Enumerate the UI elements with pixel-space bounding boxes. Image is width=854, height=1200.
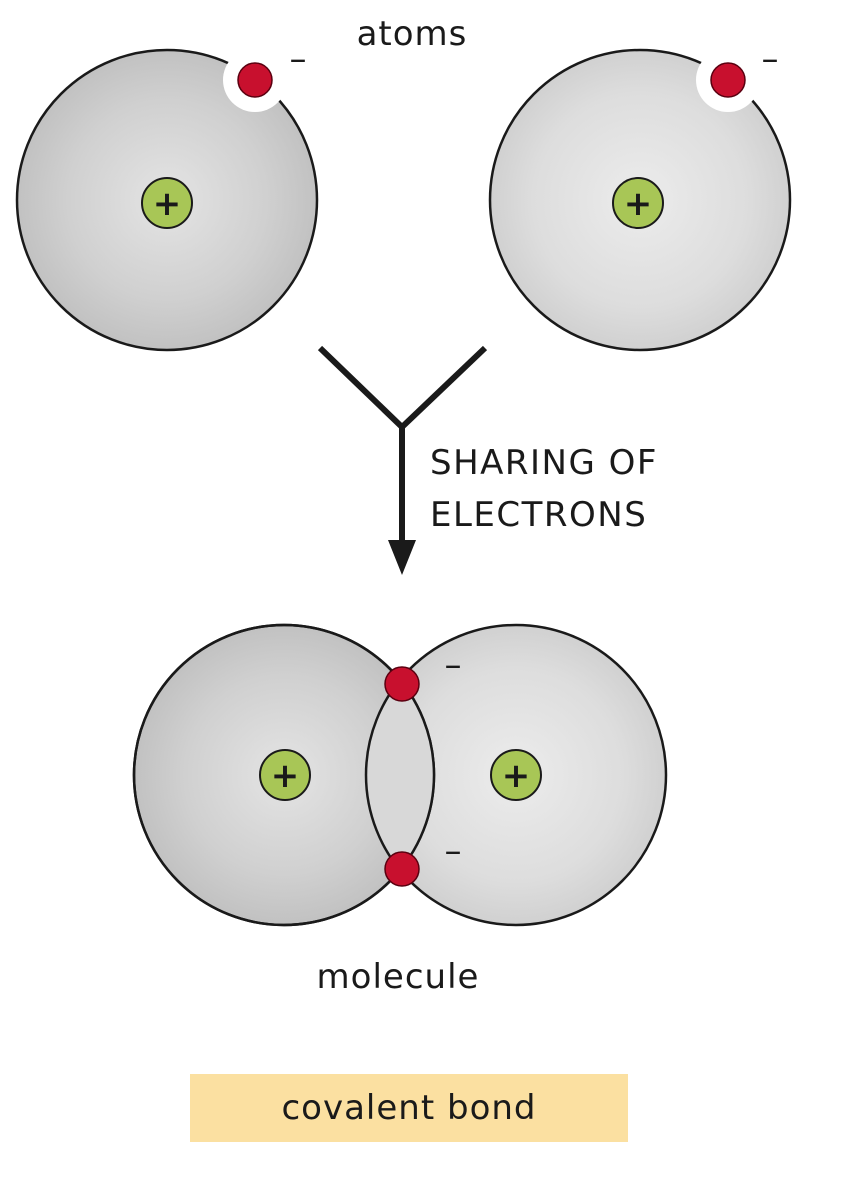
molecule: – – + +: [132, 623, 668, 927]
process-label-line1: SHARING OF: [430, 443, 658, 483]
nucleus-right: [612, 177, 664, 229]
arrow-head: [388, 540, 416, 575]
atom-right: – +: [488, 39, 792, 352]
electron-left: [237, 62, 273, 98]
electron-right: [710, 62, 746, 98]
shared-electron-top: [384, 666, 420, 702]
nucleus-charge-right: +: [624, 184, 653, 224]
process-label-line2: ELECTRONS: [430, 495, 647, 535]
nucleus-charge-left: +: [153, 184, 182, 224]
arrow-left-branch: [317, 345, 406, 431]
molecule-label: molecule: [317, 957, 480, 997]
merge-arrow: [317, 345, 488, 575]
caption-label: covalent bond: [281, 1088, 537, 1128]
arrow-right-branch: [398, 345, 488, 431]
electron-charge-bottom: –: [445, 831, 462, 871]
molecule-nucleus-left: [259, 749, 311, 801]
electron-charge-top: –: [445, 645, 462, 685]
electron-charge-right: –: [762, 39, 779, 79]
nucleus-left: [141, 177, 193, 229]
atoms-label: atoms: [357, 14, 468, 54]
molecule-nucleus-charge-left: +: [271, 756, 300, 796]
molecule-nucleus-charge-right: +: [502, 756, 531, 796]
electron-charge-left: –: [290, 39, 307, 79]
shared-electron-bottom: [384, 851, 420, 887]
molecule-nucleus-right: [490, 749, 542, 801]
caption-box: covalent bond: [190, 1074, 628, 1142]
atom-left: – +: [15, 39, 319, 352]
